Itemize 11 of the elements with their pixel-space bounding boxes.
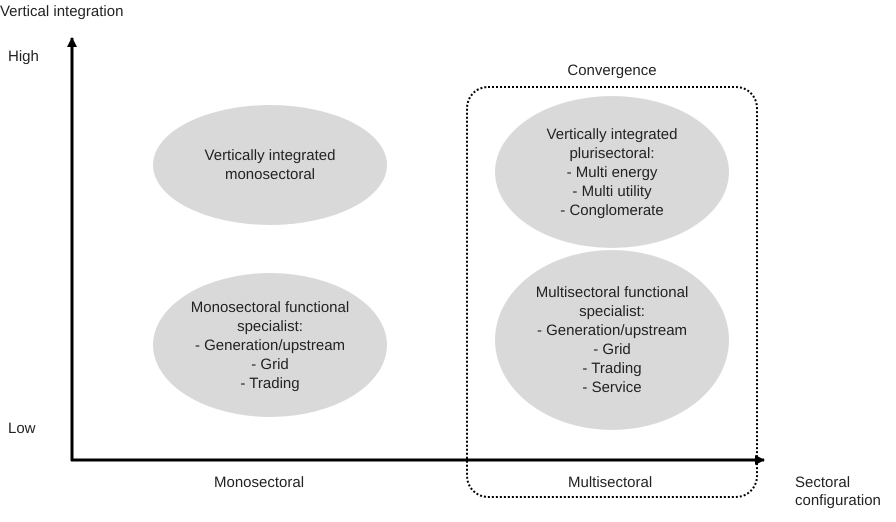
axis-tick-label: High — [8, 48, 39, 66]
axis-tick-label: Low — [8, 420, 36, 438]
axis-category-label: Multisectoral — [568, 474, 652, 492]
axis-title: Vertical integration — [0, 3, 124, 21]
category-text: Monosectoral functional specialist: - Generation/upstream - Grid - Trading — [190, 298, 350, 392]
axis-title: Sectoral configuration — [795, 474, 882, 510]
category-text: Vertically integrated plurisectoral: - Multi energy - Multi utility - Conglomerate — [546, 124, 678, 220]
axis-category-label: Monosectoral — [214, 474, 304, 492]
category-text: Multisectoral functional specialist: - Generation/upstream - Grid - Trading - Service — [534, 283, 690, 397]
category-text: Vertically integrated monosectoral — [204, 146, 336, 184]
group-heading: Convergence — [566, 62, 658, 80]
